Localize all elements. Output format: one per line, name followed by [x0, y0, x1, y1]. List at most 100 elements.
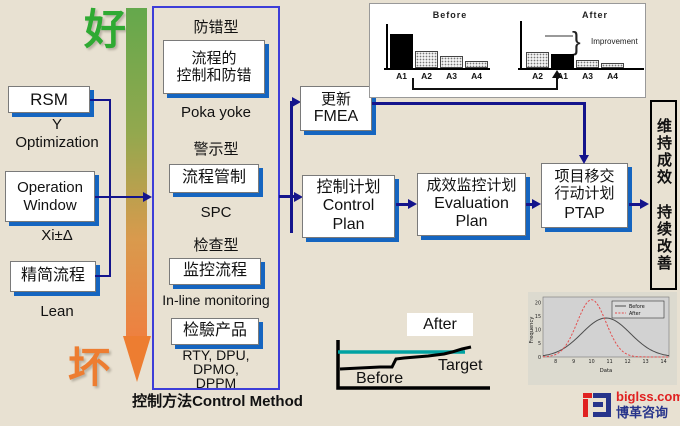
- rsm-box-label: RSM: [30, 89, 68, 109]
- y-tick-label: 10: [535, 328, 541, 334]
- y-tick-label: 5: [538, 341, 541, 347]
- y-tick-label: 0: [538, 355, 541, 361]
- trend-target-label: Target: [438, 357, 483, 374]
- y-tick-label: 20: [535, 300, 541, 306]
- x-tick-label: 14: [661, 359, 667, 365]
- ptap-zh1: 项目移交: [554, 167, 615, 185]
- process-regulation-box: 流程管制: [169, 164, 259, 193]
- metrics-caption: RTY, DPU, DPMO, DPPM: [154, 348, 278, 390]
- y-tick-label: 15: [535, 314, 541, 320]
- pareto-bar-a3: [576, 60, 599, 68]
- pareto-after-xaxis: [518, 68, 644, 70]
- spc-caption: SPC: [200, 204, 232, 221]
- controlplan-to-evaluation-h: [396, 203, 409, 206]
- left-connector-v: [109, 99, 111, 277]
- arrowhead-into-fmea-icon: [292, 97, 301, 107]
- inspection-type-label: 检查型: [193, 237, 239, 254]
- evaluation-plan-box: 成效监控计划 Evaluation Plan: [417, 173, 526, 236]
- control-plan-zh: 控制计划: [316, 178, 381, 196]
- arrowhead-into-evaluation-icon: [408, 199, 417, 209]
- evaluation-plan-zh: 成效监控计划: [426, 177, 517, 195]
- bad-label: 坏: [68, 344, 111, 391]
- ptap-en: PTAP: [564, 205, 605, 223]
- operation-window-line1: Operation: [17, 179, 83, 197]
- inspect-product-box: 检驗产品: [171, 318, 259, 345]
- fmea-branch-h: [290, 101, 293, 104]
- previous-a1-level-line: [545, 35, 573, 37]
- evaluation-to-ptap-h: [526, 203, 534, 206]
- logo-company-text: 博革咨询: [616, 404, 669, 420]
- monitor-process-label: 监控流程: [182, 262, 247, 280]
- pareto-bar-label: A4: [607, 71, 618, 81]
- pareto-before-yaxis: [386, 24, 388, 68]
- gradient-arrowhead-down-icon: [123, 336, 151, 382]
- pareto-bar-a2: [415, 51, 438, 68]
- fmea-to-ptap-v: [583, 102, 586, 155]
- metrics-line2: DPMO,: [193, 361, 239, 377]
- trend-chart: After Target Before: [330, 312, 492, 392]
- metrics-line3: DPPM: [195, 375, 237, 391]
- evaluation-plan-en1: Evaluation: [434, 194, 509, 212]
- control-plan-en2: Plan: [332, 215, 365, 233]
- biglss-logo-mark-icon: [583, 392, 611, 417]
- error-proof-type-label: 防错型: [193, 19, 239, 36]
- pareto-bar-label: A2: [532, 71, 543, 81]
- pareto-bar-label: A3: [446, 71, 457, 81]
- pareto-bar-a4: [465, 61, 488, 68]
- trend-before-label: Before: [356, 370, 404, 387]
- x-tick-label: 13: [643, 359, 649, 365]
- pareto-before-xaxis: [384, 68, 490, 70]
- legend-before-label: Before: [629, 304, 645, 310]
- trend-axes: [336, 340, 490, 390]
- arrowhead-into-sustain-icon: [640, 199, 649, 209]
- x-tick-label: 9: [572, 359, 575, 365]
- warning-type-label: 警示型: [193, 141, 239, 158]
- sustain-line1: 维持成效: [655, 118, 672, 186]
- inline-monitoring-caption: In-line monitoring: [162, 292, 270, 308]
- control-method-title: 控制方法Control Method: [132, 393, 303, 410]
- operation-window-arrow-h: [95, 196, 143, 198]
- ptap-box: 项目移交 行动计划 PTAP: [541, 163, 628, 228]
- x-tick-label: 12: [625, 359, 631, 365]
- arrowhead-into-ptap-side-icon: [532, 199, 541, 209]
- rsm-box: RSM: [8, 86, 90, 113]
- pareto-bar-label: A2: [421, 71, 432, 81]
- operation-window-line2: Window: [23, 196, 77, 214]
- x-tick-label: 8: [554, 359, 557, 365]
- a1-link-arrowhead-up-icon: [552, 70, 562, 78]
- pokayoke-box-line1: 流程的: [191, 49, 237, 67]
- rsm-connector-h: [90, 99, 111, 101]
- good-bad-gradient-bar: [126, 8, 147, 338]
- lean-box: 精简流程: [10, 261, 96, 292]
- split-connector-v: [290, 101, 293, 233]
- metrics-line1: RTY, DPU,: [182, 347, 250, 363]
- rsm-caption: Y Optimization: [2, 116, 112, 152]
- improvement-brace: }: [572, 26, 581, 56]
- pareto-bar-a1: [390, 34, 413, 68]
- pokayoke-box-line2: 控制和防错: [176, 67, 252, 84]
- operation-window-caption: Xi±Δ: [41, 227, 73, 244]
- operation-window-box: Operation Window: [5, 171, 95, 222]
- update-fmea-line2: FMEA: [313, 107, 359, 125]
- logo-site-text: biglss.com: [616, 389, 680, 404]
- pareto-bar-label: A4: [471, 71, 482, 81]
- y-axis-label: Frequency: [529, 317, 535, 344]
- sustain-improve-box: 维持成效 持续改善: [650, 100, 677, 290]
- trend-after-label: After: [407, 313, 473, 336]
- control-plan-box: 控制计划 Control Plan: [302, 175, 395, 238]
- x-tick-label: 11: [607, 359, 613, 365]
- pareto-bar-a3: [440, 56, 463, 68]
- control-method-column: 防错型 流程的 控制和防错 Poka yoke 警示型 流程管制 SPC 检查型…: [152, 6, 280, 390]
- control-plan-en1: Control: [322, 197, 375, 215]
- fmea-to-ptap-h: [372, 102, 586, 105]
- a1-link-arrow-h: [412, 88, 558, 90]
- pareto-after-title: After: [581, 10, 608, 20]
- good-label: 好: [84, 6, 127, 53]
- process-control-pokayoke-box: 流程的 控制和防错: [163, 40, 265, 94]
- update-fmea-box: 更新 FMEA: [300, 86, 372, 131]
- pareto-after-yaxis: [520, 21, 522, 68]
